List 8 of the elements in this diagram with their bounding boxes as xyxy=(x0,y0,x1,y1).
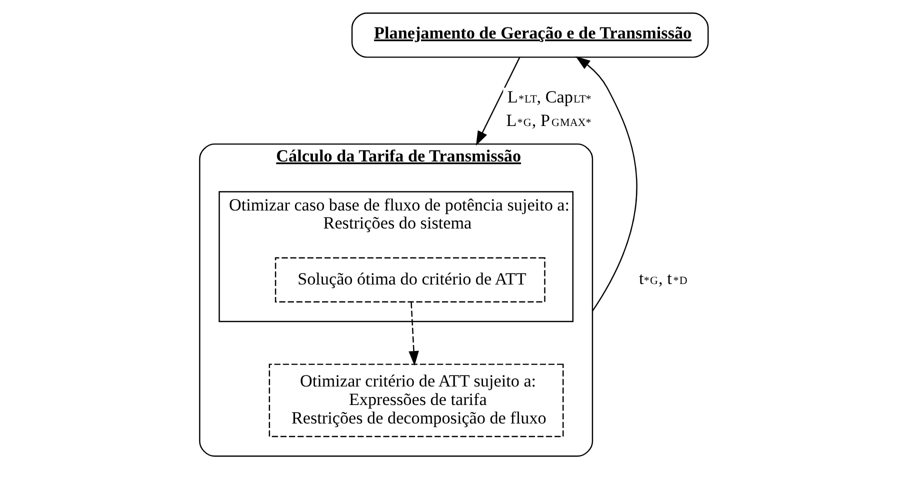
node-box: Planejamento de Geração e de Transmissão xyxy=(350,12,708,58)
node-box: Otimizar critério de ATT sujeito a: Expressões de tarifa Restrições de decomposição de fluxo xyxy=(268,364,564,438)
node-box: Solução ótima do critério de ATT xyxy=(274,257,545,303)
edge-label: t*G, t*D xyxy=(638,268,687,288)
arrow xyxy=(475,57,520,146)
arrow xyxy=(408,302,418,366)
arrow xyxy=(575,56,637,312)
edge-label: L*LT, CapLT* L*G, PGMAX* xyxy=(506,88,591,130)
